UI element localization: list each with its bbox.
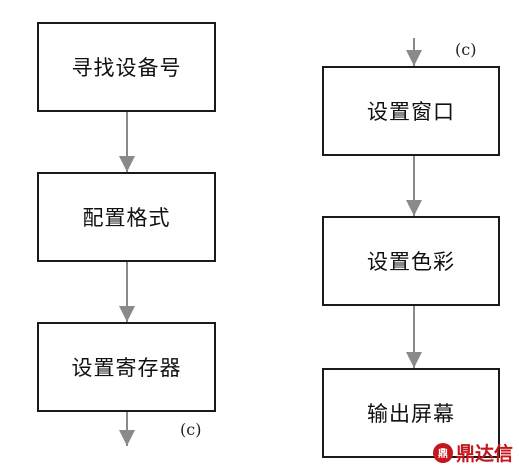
step-output-screen: 输出屏幕 — [322, 368, 500, 458]
step-configure-format: 配置格式 — [37, 172, 216, 262]
continuation-label-right: (c) — [455, 40, 477, 59]
step-label: 配置格式 — [82, 206, 171, 230]
step-label: 设置色彩 — [367, 250, 455, 274]
watermark-logo-icon: 鼎 — [432, 442, 453, 463]
watermark-text: 鼎达信 — [455, 443, 513, 465]
step-set-window: 设置窗口 — [322, 66, 500, 156]
step-label: 设置寄存器 — [71, 356, 182, 380]
step-label: 输出屏幕 — [367, 402, 455, 426]
step-set-color: 设置色彩 — [322, 216, 500, 306]
step-label: 寻找设备号 — [71, 56, 182, 80]
watermark: 鼎 鼎达信 — [432, 439, 513, 466]
step-find-device-number: 寻找设备号 — [37, 22, 216, 112]
continuation-label-left: (c) — [180, 420, 202, 439]
step-set-registers: 设置寄存器 — [37, 322, 216, 412]
step-label: 设置窗口 — [367, 100, 455, 124]
